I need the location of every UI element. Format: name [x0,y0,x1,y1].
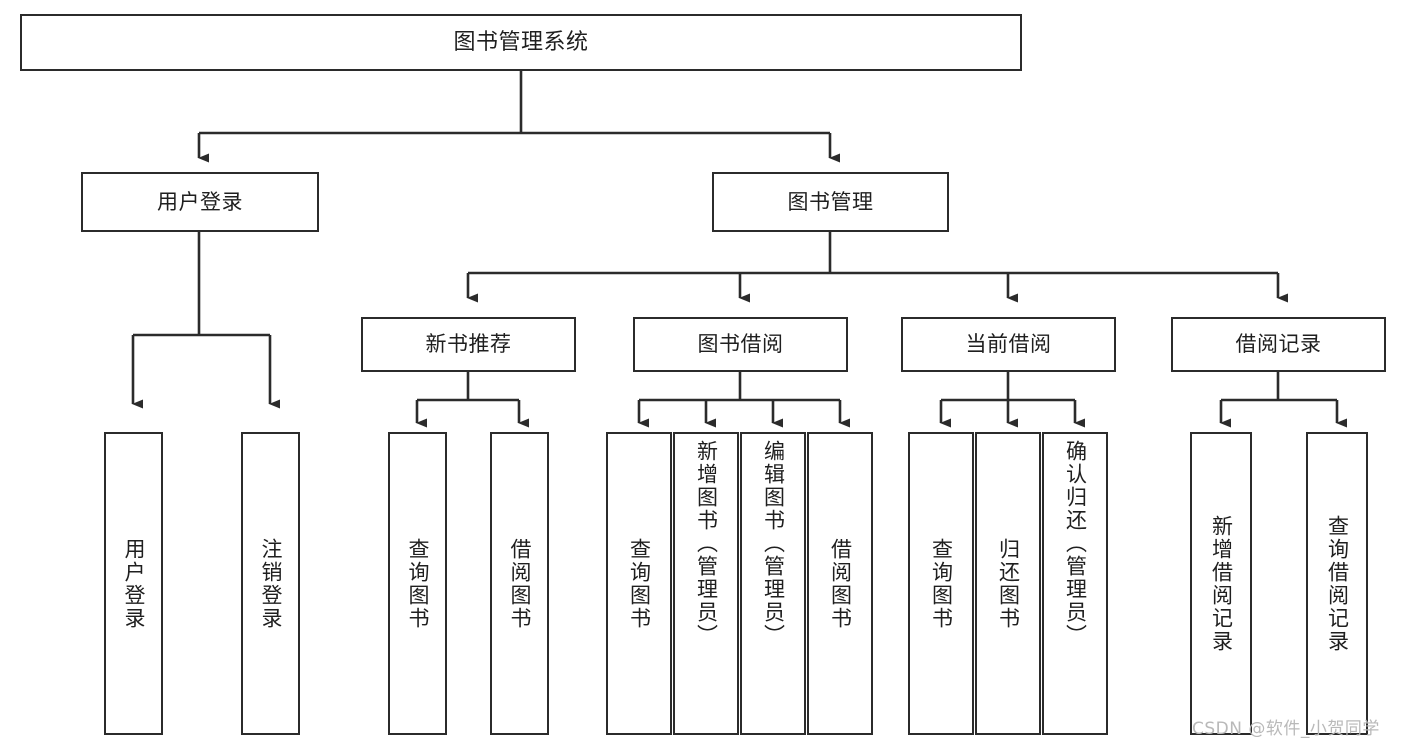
node-leaf-borrow-query-book[interactable]: 查询图书 [606,432,672,735]
node-leaf-add-book-admin[interactable]: 新增图书（管理员） [673,432,739,735]
node-leaf-logout-label: 注销登录 [258,537,283,630]
node-leaf-newbook-borrow-book[interactable]: 借阅图书 [490,432,549,735]
node-book-management-label: 图书管理 [787,189,874,214]
node-book-borrow[interactable]: 图书借阅 [633,317,848,372]
node-leaf-current-query-book[interactable]: 查询图书 [908,432,974,735]
node-user-login-label: 用户登录 [157,189,243,214]
node-leaf-user-login-label: 用户登录 [121,537,146,630]
node-leaf-query-borrow-record[interactable]: 查询借阅记录 [1306,432,1368,735]
node-leaf-borrow-book[interactable]: 借阅图书 [807,432,873,735]
node-leaf-confirm-return-admin-label: 确认归还（管理员） [1063,440,1088,647]
node-leaf-borrow-query-book-label: 查询图书 [627,537,652,630]
node-book-management[interactable]: 图书管理 [712,172,949,232]
node-new-book-recommend[interactable]: 新书推荐 [361,317,576,372]
node-leaf-borrow-book-label: 借阅图书 [828,537,853,630]
node-user-login[interactable]: 用户登录 [81,172,319,232]
node-root-book-management-system[interactable]: 图书管理系统 [20,14,1022,71]
node-leaf-return-book-label: 归还图书 [996,537,1021,630]
node-leaf-add-borrow-record[interactable]: 新增借阅记录 [1190,432,1252,735]
node-leaf-add-borrow-record-label: 新增借阅记录 [1209,514,1234,653]
node-leaf-logout[interactable]: 注销登录 [241,432,300,735]
node-root-label: 图书管理系统 [453,29,589,55]
node-leaf-user-login[interactable]: 用户登录 [104,432,163,735]
node-current-borrow-label: 当前借阅 [965,332,1052,357]
node-book-borrow-label: 图书借阅 [697,332,784,357]
node-leaf-edit-book-admin-label: 编辑图书（管理员） [761,440,786,647]
node-leaf-current-query-book-label: 查询图书 [929,537,954,630]
node-leaf-confirm-return-admin[interactable]: 确认归还（管理员） [1042,432,1108,735]
node-leaf-edit-book-admin[interactable]: 编辑图书（管理员） [740,432,806,735]
csdn-watermark: CSDN @软件_小贺同学 [1192,719,1380,739]
node-current-borrow[interactable]: 当前借阅 [901,317,1116,372]
node-leaf-newbook-query-book-label: 查询图书 [405,537,430,630]
node-borrow-record-label: 借阅记录 [1235,332,1322,357]
node-leaf-return-book[interactable]: 归还图书 [975,432,1041,735]
node-new-book-recommend-label: 新书推荐 [425,332,512,357]
node-borrow-record[interactable]: 借阅记录 [1171,317,1386,372]
node-leaf-newbook-query-book[interactable]: 查询图书 [388,432,447,735]
node-leaf-add-book-admin-label: 新增图书（管理员） [694,440,719,647]
node-leaf-query-borrow-record-label: 查询借阅记录 [1325,514,1350,653]
node-leaf-newbook-borrow-book-label: 借阅图书 [507,537,532,630]
